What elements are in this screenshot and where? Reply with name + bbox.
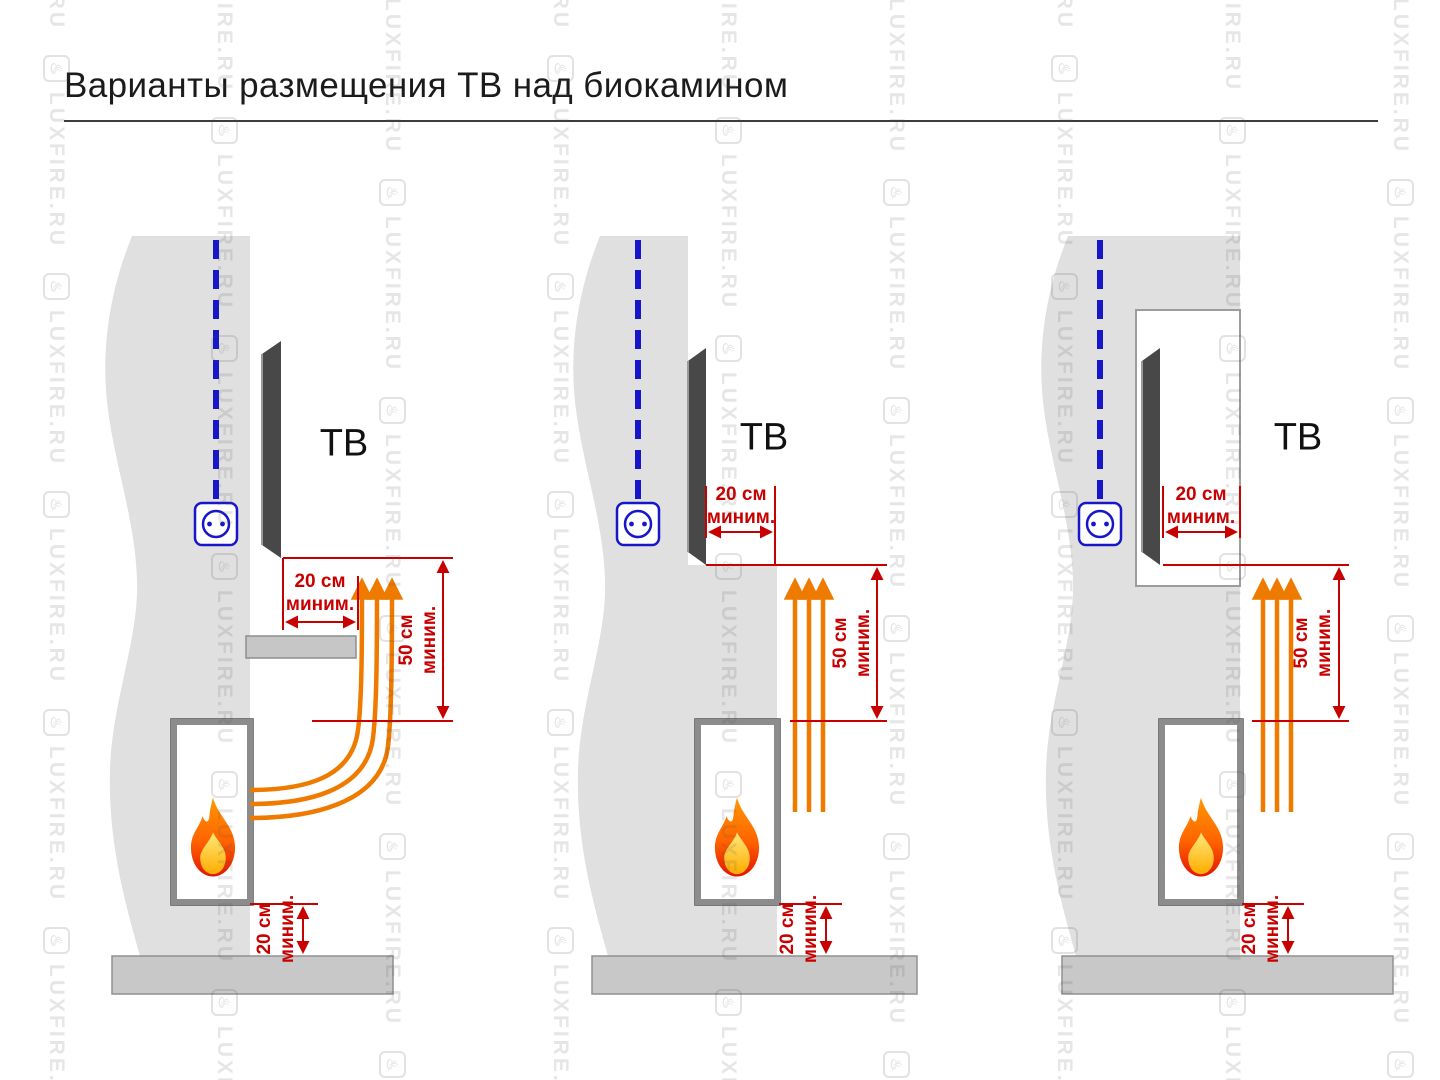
floor-dim-line2: миним. bbox=[277, 894, 298, 964]
heat-flow-arrows bbox=[249, 577, 404, 821]
dimension-lines bbox=[250, 557, 453, 954]
dimension-lines bbox=[1162, 486, 1349, 954]
heat-arrow bbox=[249, 577, 404, 821]
heat-arrow bbox=[249, 577, 374, 793]
heat-flow-arrows bbox=[783, 577, 835, 812]
tv-side-view bbox=[1142, 348, 1160, 565]
floor-dim-line2: миним. bbox=[800, 894, 821, 964]
fireplace bbox=[1158, 718, 1244, 906]
tv-side-view bbox=[688, 348, 706, 565]
tv-label: ТВ bbox=[739, 416, 789, 459]
power-outlet-icon bbox=[193, 501, 239, 547]
height-dim-line1: 50 см bbox=[829, 617, 851, 669]
height-dimension-label: 50 см миним. bbox=[395, 606, 441, 674]
variant-1 bbox=[105, 236, 453, 995]
heat-flow-arrows bbox=[1251, 577, 1303, 812]
tv-side-view bbox=[262, 341, 281, 558]
floor-dim-line1: 20 см bbox=[253, 903, 275, 955]
floor-dim-line1: 20 см bbox=[1238, 903, 1260, 955]
floor-dimension-label: 20 см миним. bbox=[1238, 895, 1284, 963]
gap-dim-line2: миним. bbox=[285, 594, 355, 615]
height-dimension-label: 50 см миним. bbox=[829, 609, 875, 677]
gap-dim-line1: 20 см bbox=[715, 483, 767, 505]
gap-dimension-label: 20 см миним. bbox=[286, 570, 354, 616]
floor bbox=[111, 955, 394, 995]
height-dim-line2: миним. bbox=[853, 608, 874, 678]
page-title: Варианты размещения ТВ над биокамином bbox=[64, 66, 789, 105]
height-dim-line1: 50 см bbox=[1290, 617, 1312, 669]
floor-dimension-label: 20 см миним. bbox=[253, 895, 299, 963]
height-dimension-label: 50 см миним. bbox=[1290, 609, 1336, 677]
variant-2 bbox=[573, 236, 918, 995]
gap-dim-line2: миним. bbox=[706, 507, 776, 528]
gap-dimension-label: 20 см миним. bbox=[707, 483, 775, 529]
gap-dimension-label: 20 см миним. bbox=[1167, 483, 1235, 529]
height-dim-line2: миним. bbox=[1314, 608, 1335, 678]
height-dim-line1: 50 см bbox=[395, 614, 417, 666]
variant-3 bbox=[1041, 236, 1394, 995]
gap-dim-line1: 20 см bbox=[1175, 483, 1227, 505]
floor bbox=[1061, 955, 1394, 995]
floor-dimension-label: 20 см миним. bbox=[776, 895, 822, 963]
fireplace bbox=[694, 718, 781, 906]
heat-arrow bbox=[249, 577, 389, 807]
fireplace bbox=[170, 718, 254, 906]
floor-dim-line1: 20 см bbox=[776, 903, 798, 955]
floor bbox=[591, 955, 918, 995]
power-outlet-icon bbox=[615, 501, 661, 547]
title-underline bbox=[64, 120, 1378, 122]
floor-dim-line2: миним. bbox=[1262, 894, 1283, 964]
gap-dim-line2: миним. bbox=[1166, 507, 1236, 528]
tv-label: ТВ bbox=[319, 422, 369, 465]
shelf bbox=[245, 635, 357, 659]
gap-dim-line1: 20 см bbox=[294, 570, 346, 592]
tv-label: ТВ bbox=[1273, 416, 1323, 459]
power-outlet-icon bbox=[1077, 501, 1123, 547]
height-dim-line2: миним. bbox=[419, 605, 440, 675]
dimension-lines bbox=[705, 486, 887, 954]
